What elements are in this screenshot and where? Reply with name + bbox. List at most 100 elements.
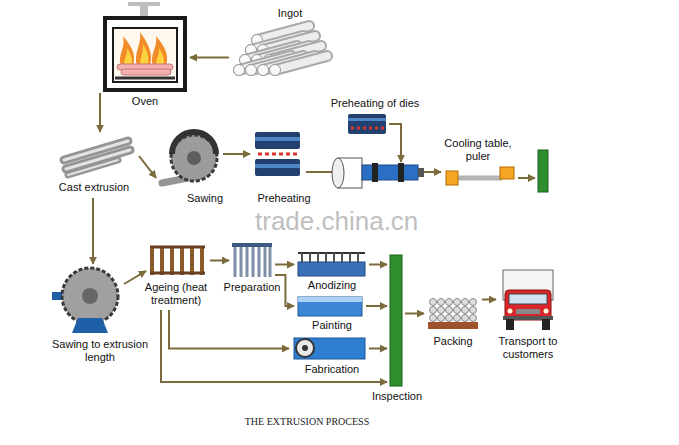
- extrusion-press: [332, 158, 424, 188]
- die-oven: [351, 127, 384, 130]
- flow-arrow: [405, 313, 424, 315]
- truck-drawing: [503, 270, 553, 330]
- packing-pallet: [454, 307, 461, 314]
- billet-drawing: [68, 160, 118, 175]
- watermark: trade.china.cn: [255, 206, 418, 237]
- flow-arrow: [275, 264, 294, 266]
- painting-booth: [298, 297, 362, 316]
- process-step: Preheating: [253, 130, 303, 178]
- anodizing-tank: [298, 252, 365, 254]
- oven-drawing: [105, 18, 185, 90]
- step-label: Cast extrusion: [59, 181, 129, 194]
- packing-pallet: [446, 307, 453, 314]
- truck-drawing: [505, 290, 551, 320]
- ageing-rack: [200, 246, 204, 275]
- cooling-table: [456, 176, 502, 181]
- packing-pallet: [470, 307, 477, 314]
- preparation-rack: [232, 243, 272, 247]
- extrusion-press: [418, 168, 424, 177]
- step-label: Painting: [312, 319, 352, 332]
- extrusion-press: [332, 158, 344, 188]
- packing-pallet: [438, 315, 445, 322]
- packing-pallet: [454, 315, 461, 322]
- saw-drawing: [162, 132, 217, 183]
- ingot-pile: [270, 65, 281, 76]
- step-label: Ingot: [278, 7, 302, 20]
- packing-pallet: [428, 322, 478, 329]
- process-step: Inspection: [390, 255, 402, 386]
- painting-booth: [298, 297, 362, 316]
- process-step: Preheating of dies: [346, 112, 388, 136]
- oven-drawing: [136, 32, 151, 68]
- flow-arrow: [124, 271, 146, 284]
- preparation-rack: [232, 243, 272, 277]
- flow-arrow: [482, 299, 496, 301]
- billet-drawing: [64, 141, 130, 175]
- ageing-rack: [170, 246, 174, 275]
- preparation-rack: [258, 247, 261, 277]
- saw-drawing: [62, 268, 118, 324]
- process-step: Ingot: [232, 20, 336, 76]
- ageing-rack: [150, 272, 205, 275]
- truck-drawing: [508, 309, 513, 314]
- flow-arrow: [161, 310, 387, 382]
- packing-pallet: [446, 315, 453, 322]
- cooling-table: [538, 150, 548, 192]
- step-label: Inspection: [372, 390, 422, 403]
- ingot-pile: [275, 56, 327, 70]
- saw-drawing: [72, 318, 108, 333]
- anodizing-tank: [298, 262, 365, 276]
- step-label: Preheating: [257, 192, 310, 205]
- step-label: Transport to customers: [493, 335, 563, 361]
- saw-drawing: [187, 151, 201, 165]
- preparation-rack: [246, 247, 249, 277]
- packing-pallet: [438, 307, 445, 314]
- ingot-pile: [246, 65, 257, 76]
- preheating-furnace: [258, 153, 298, 156]
- flow-arrow: [366, 305, 387, 307]
- preparation-rack: [269, 247, 272, 277]
- fabrication-bench: [302, 345, 308, 351]
- fabrication-bench: [294, 338, 365, 359]
- process-step: Cast extrusion: [58, 134, 136, 178]
- packing-pallet: [430, 315, 437, 322]
- preparation-rack: [234, 247, 237, 277]
- process-step: Oven: [105, 18, 185, 90]
- flow-arrow: [169, 310, 289, 349]
- die-oven: [389, 124, 401, 162]
- preparation-rack: [252, 247, 255, 277]
- oven-drawing: [113, 28, 177, 82]
- saw-drawing: [82, 288, 98, 304]
- truck-drawing: [509, 294, 547, 304]
- die-oven: [348, 114, 386, 134]
- flow-arrow: [369, 264, 387, 266]
- ageing-rack: [190, 246, 194, 275]
- flow-arrow: [139, 156, 156, 178]
- preheating-furnace: [255, 132, 300, 149]
- cooling-table: [518, 177, 535, 179]
- process-step: Fabrication: [292, 336, 366, 361]
- step-label: Sawing to extrusion length: [50, 338, 150, 364]
- packing-pallet: [430, 299, 437, 306]
- oven-drawing: [140, 4, 148, 18]
- process-step: Painting: [297, 295, 363, 317]
- process-step: Sawing to extrusion length: [52, 266, 126, 334]
- packing-pallet: [454, 299, 461, 306]
- packing-pallet: [430, 307, 437, 314]
- ingot-pile: [234, 26, 328, 76]
- ageing-rack: [150, 246, 154, 275]
- oven-drawing: [105, 2, 185, 90]
- painting-booth: [298, 297, 362, 302]
- flow-arrow: [190, 57, 229, 59]
- saw-drawing: [52, 268, 118, 333]
- process-step: Ageing (heat treatment): [149, 244, 207, 277]
- truck-drawing: [544, 309, 549, 314]
- cooling-table: [446, 171, 458, 185]
- ageing-rack: [150, 246, 205, 275]
- flow-arrow: [369, 348, 387, 350]
- ageing-rack: [150, 246, 205, 249]
- flow-arrow: [223, 153, 250, 155]
- step-label: Fabrication: [305, 363, 359, 376]
- process-step: Packing: [427, 296, 479, 331]
- preparation-rack: [240, 247, 243, 277]
